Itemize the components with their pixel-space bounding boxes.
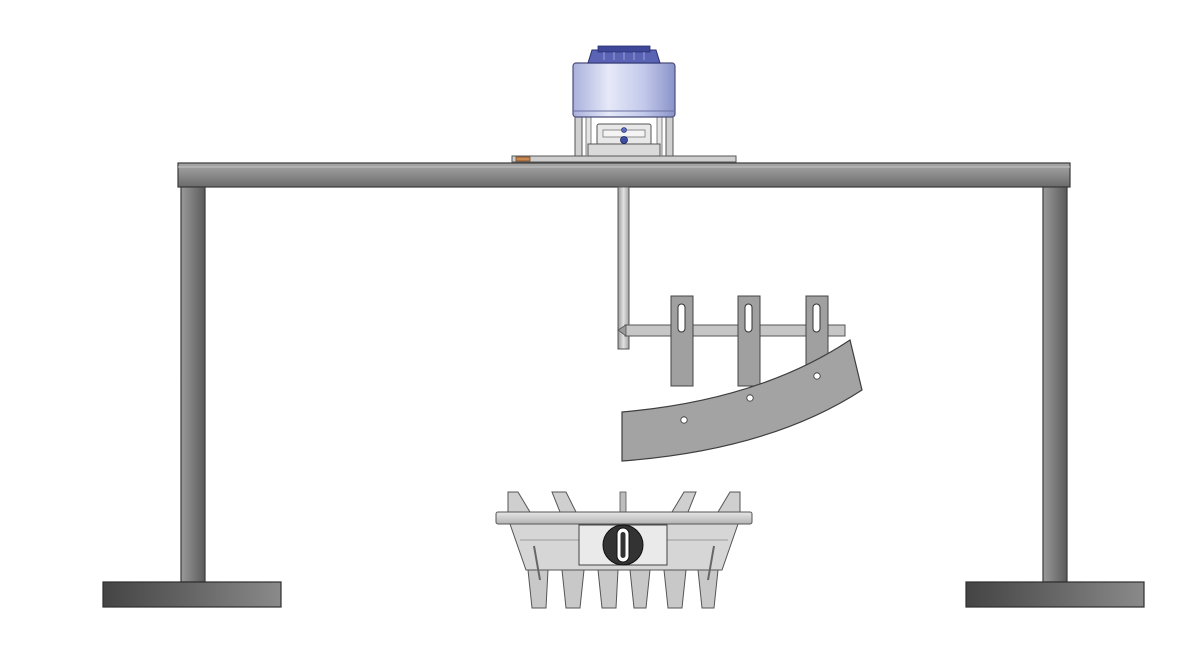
gas-burner: [495, 491, 753, 609]
blade-hole-1: [680, 416, 688, 424]
frame: [102, 162, 1145, 608]
stirring-shaft: [617, 186, 630, 350]
frame-leg-right: [1042, 186, 1068, 583]
stirring-assembly: [617, 186, 863, 462]
bracket-2: [737, 295, 761, 387]
curved-scraper-blade: [621, 339, 863, 462]
bracket-1: [670, 295, 694, 387]
motor-unit: [511, 45, 737, 163]
frame-leg-left: [180, 186, 206, 583]
blade-hole-2: [746, 394, 754, 402]
frame-foot-right: [965, 581, 1145, 608]
coupling-bolt: [620, 136, 628, 144]
blade-hole-3: [813, 372, 821, 380]
frame-foot-left: [102, 581, 282, 608]
mounting-plate: [511, 155, 737, 163]
burner-top-rim: [495, 511, 753, 525]
motor-body: [572, 62, 676, 118]
copper-washer: [515, 156, 531, 162]
